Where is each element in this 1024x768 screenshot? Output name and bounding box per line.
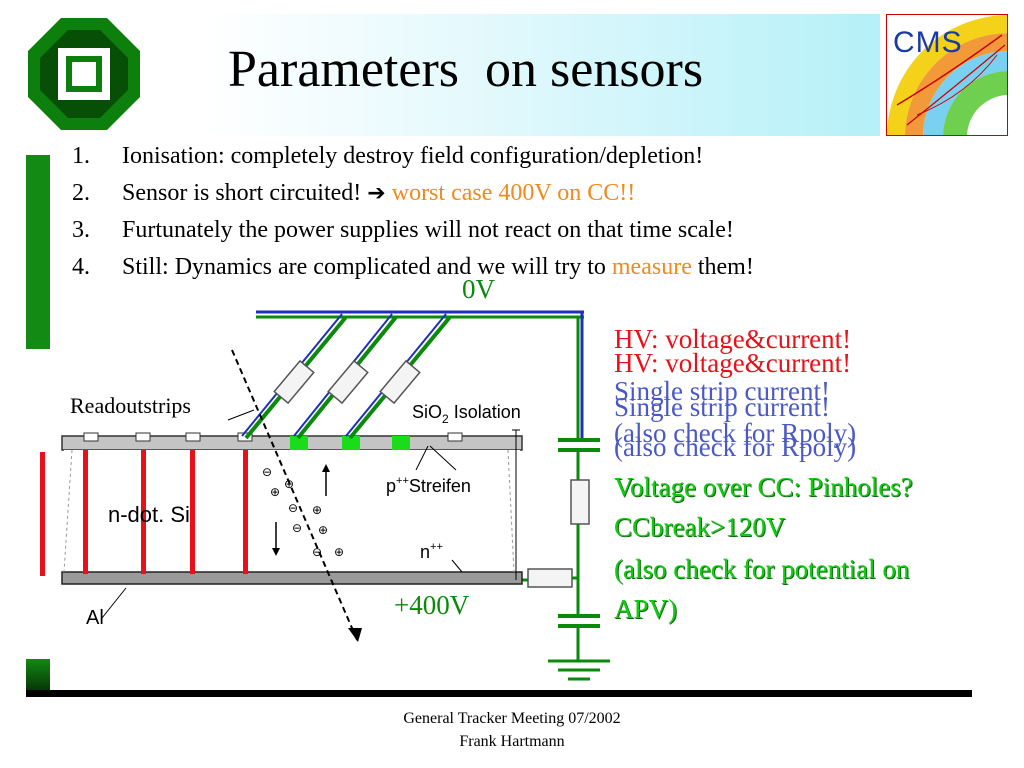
aluminum-backplane	[61, 571, 523, 585]
cms-logo-text: CMS	[893, 26, 963, 59]
bullet-number: 3.	[72, 217, 90, 243]
bullet-text: Sensor is short circuited!	[122, 180, 368, 206]
readout-strip-red	[190, 450, 195, 574]
decorative-green-bar-bottom	[26, 659, 50, 695]
bullet-highlight: worst case 400V on CC!!	[391, 180, 636, 206]
poly-resistor	[379, 359, 421, 405]
svg-text:⊕: ⊕	[270, 485, 280, 499]
svg-text:⊕: ⊕	[318, 523, 328, 537]
n-plus-label: n++	[420, 541, 443, 562]
p-strip-green	[290, 436, 308, 450]
readout-strip-red	[243, 450, 248, 574]
cms-logo	[886, 14, 1008, 136]
readout-strip-red	[141, 450, 146, 574]
sio2-isolation-label: SiO2 Isolation	[412, 402, 521, 426]
al-label: Al	[86, 607, 104, 629]
arrow-head-icon	[348, 628, 362, 642]
readout-strips-label: Readoutstrips	[70, 393, 191, 418]
slide-title: Parameters on sensors	[228, 41, 704, 98]
svg-text:⊖: ⊖	[288, 501, 298, 515]
hv-annotation-shadow: HV: voltage&current!	[614, 348, 852, 378]
rpoly-annotation-shadow: (also check for Rpoly)	[614, 432, 857, 462]
title-band	[200, 14, 880, 136]
bullet-suffix: them!	[691, 254, 754, 280]
svg-text:⊖: ⊖	[292, 521, 302, 535]
p-strips-label: p++Streifen	[386, 475, 471, 496]
strip-current-annotation: Single strip current!	[614, 376, 830, 406]
rpoly-annotation: (also check for Rpoly)	[614, 418, 857, 448]
footer-author: Frank Hartmann	[459, 733, 565, 750]
potential-annotation: (also check for potential on	[614, 554, 910, 584]
bullet-item: 1. Ionisation: completely destroy field c…	[72, 138, 754, 175]
sensor-cross-section-diagram: ⊖ ⊕ ⊕ ⊖ ⊕ ⊖ ⊕ ⊖ ⊕ SiO2 Isolation p++Stre…	[40, 310, 610, 681]
svg-text:⊕: ⊕	[334, 545, 344, 559]
poly-resistor	[327, 359, 369, 405]
hv-annotation: HV: voltage&current!	[614, 324, 852, 354]
p-strip-green	[342, 436, 360, 450]
bottom-divider	[26, 690, 972, 697]
bottom-voltage-label: +400V	[394, 590, 470, 620]
readout-strip-red	[83, 450, 88, 574]
cms-logo-icon	[887, 15, 1007, 135]
bullet-item: 3. Furtunately the power supplies will no…	[72, 212, 754, 249]
right-arrow-icon: ➔	[367, 181, 386, 206]
bullet-item: 4. Still: Dynamics are complicated and we…	[72, 249, 754, 286]
ccbreak-annotation: CCbreak>120V	[614, 512, 786, 542]
bullet-number: 1.	[72, 143, 90, 169]
svg-text:⊖: ⊖	[312, 545, 322, 559]
svg-text:⊖: ⊖	[262, 465, 272, 479]
particle-track	[231, 349, 359, 643]
bullet-number: 4.	[72, 254, 90, 280]
n-bulk-label: n-dot. Si	[108, 502, 190, 527]
readout-strip-red-outer	[40, 452, 45, 576]
cc-voltage-annotation: Voltage over CC: Pinholes?	[614, 472, 913, 502]
bullet-text: Still: Dynamics are complicated and we w…	[122, 254, 612, 280]
decorative-green-bar-top	[26, 155, 50, 349]
bullet-text: Ionisation: completely destroy field con…	[122, 143, 704, 169]
n-bulk	[64, 450, 520, 572]
resistor-backplane	[527, 568, 573, 588]
university-logo-icon	[28, 18, 140, 130]
top-voltage-label: 0V	[462, 274, 495, 304]
svg-text:⊕: ⊕	[284, 477, 294, 491]
bullet-item: 2. Sensor is short circuited! ➔ worst cas…	[72, 175, 754, 212]
strip-current-annotation-shadow: Single strip current!	[614, 392, 830, 422]
poly-resistor	[273, 359, 315, 405]
bullet-number: 2.	[72, 180, 90, 206]
resistor-rpoly	[570, 479, 590, 525]
bullet-highlight: measure	[611, 254, 692, 280]
potential-annotation-2: APV)	[614, 594, 678, 624]
bullet-list: 1. Ionisation: completely destroy field c…	[72, 138, 754, 286]
bullet-text: Furtunately the power supplies will not …	[122, 217, 734, 243]
p-strip-green	[392, 436, 410, 450]
footer-meeting: General Tracker Meeting 07/2002	[403, 710, 621, 727]
svg-text:⊕: ⊕	[312, 503, 322, 517]
